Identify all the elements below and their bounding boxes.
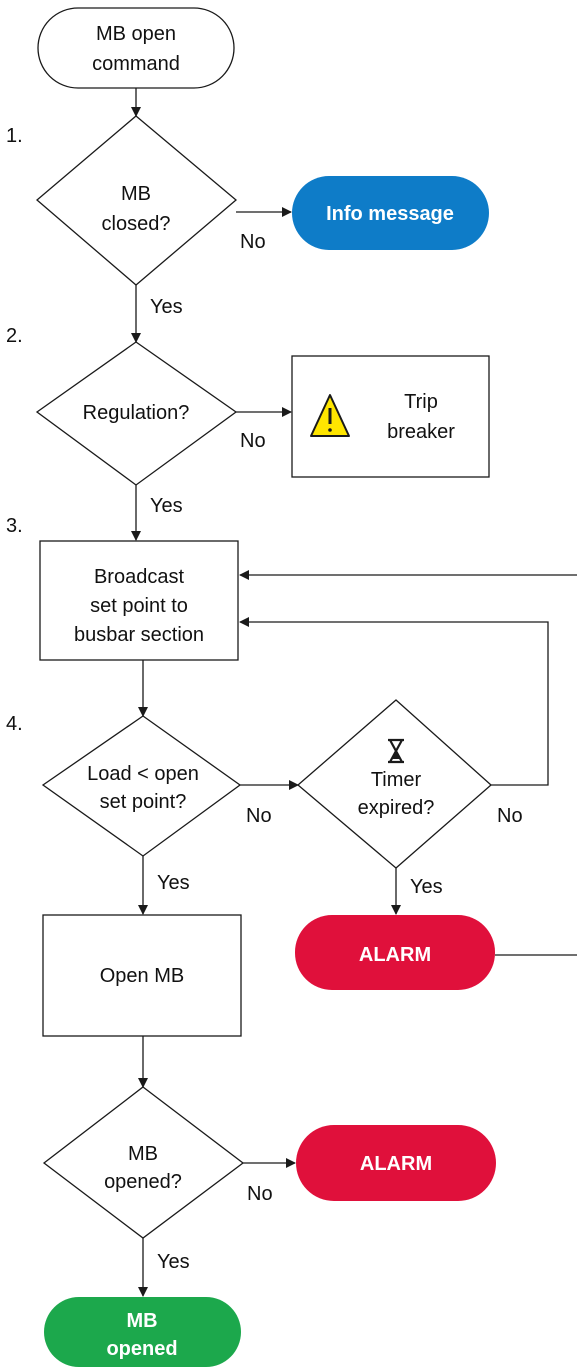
start-label-line2: command [92,53,180,75]
decision-load-check: Load < open set point? [41,715,242,857]
alarm-final-label: ALARM [360,1153,432,1175]
no-label: No [240,231,266,253]
no-label: No [246,805,272,827]
no-label: No [497,805,523,827]
decision-load-line1: Load < open [87,763,199,785]
alarm-timer-label: ALARM [359,944,431,966]
trip-breaker-box: Trip breaker [291,355,490,478]
decision-mb-opened: MB opened? [42,1086,245,1239]
open-mb-box: Open MB [42,914,242,1037]
decision-timer-line1: Timer [371,769,422,791]
decision-mb-opened-line1: MB [128,1143,158,1165]
start-label-line1: MB open [96,23,176,45]
alarm-timer-terminator: ALARM [295,915,495,990]
yes-label: Yes [410,876,443,898]
yes-label: Yes [157,872,190,894]
feedback-arrow-from-timer [239,617,549,786]
end-label-line1: MB [126,1310,157,1332]
start-terminator: MB open command [37,7,235,89]
open-mb-label: Open MB [100,965,184,987]
broadcast-line3: busbar section [74,624,204,646]
alarm-final-terminator: ALARM [296,1125,496,1201]
no-label: No [247,1183,273,1205]
yes-label: Yes [150,296,183,318]
end-mb-opened-terminator: MB opened [44,1297,241,1367]
decision-timer-expired: Timer expired? [297,699,492,869]
step-number-1: 1. [6,125,23,147]
step-number-4: 4. [6,713,23,735]
broadcast-setpoint-box: Broadcast set point to busbar section [39,540,239,661]
end-label-line2: opened [106,1338,177,1360]
step-number-2: 2. [6,325,23,347]
hourglass-icon [388,738,404,764]
broadcast-line2: set point to [90,595,188,617]
decision-load-line2: set point? [100,791,187,813]
info-message-label: Info message [326,203,454,225]
no-label: No [240,430,266,452]
yes-label: Yes [157,1251,190,1273]
decision-regulation: Regulation? [35,341,238,486]
decision-regulation-label: Regulation? [83,402,190,424]
info-message-terminator: Info message [292,176,489,250]
decision-mb-closed: MB closed? [35,115,238,286]
warning-triangle-icon [310,394,350,437]
broadcast-line1: Broadcast [94,566,184,588]
trip-breaker-line2: breaker [387,421,455,443]
decision-mb-closed-line1: MB [121,183,151,205]
yes-label: Yes [150,495,183,517]
decision-timer-line2: expired? [358,797,435,819]
decision-mb-opened-line2: opened? [104,1171,182,1193]
trip-breaker-line1: Trip [404,391,438,413]
decision-mb-closed-line2: closed? [102,213,171,235]
step-number-3: 3. [6,515,23,537]
